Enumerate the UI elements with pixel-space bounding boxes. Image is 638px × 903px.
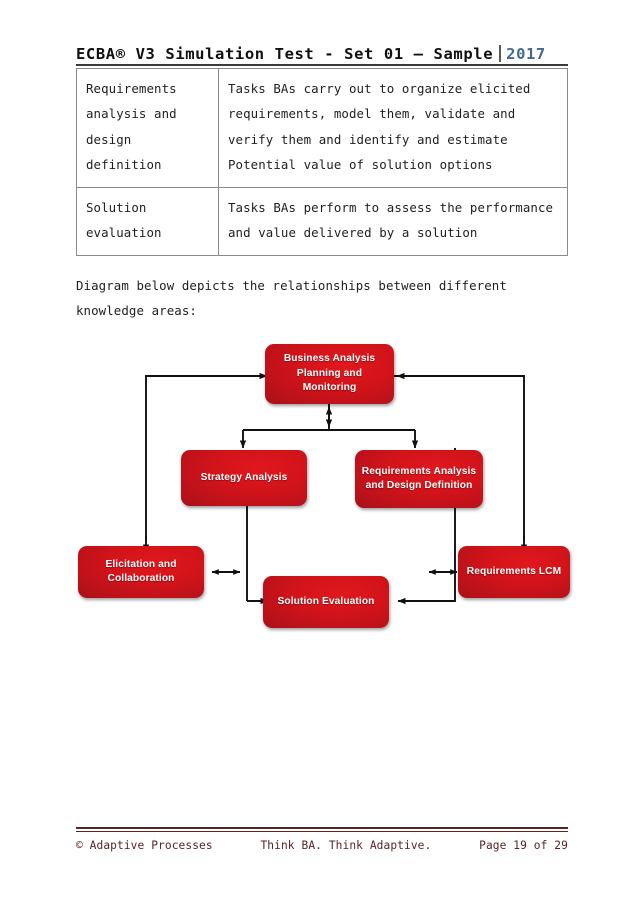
body-paragraph: Diagram below depicts the relationships … bbox=[76, 278, 507, 319]
definitions-table: Requirements analysis and design definit… bbox=[76, 68, 568, 256]
page-footer: © Adaptive Processes Think BA. Think Ada… bbox=[76, 836, 568, 854]
header-year: 2017 bbox=[506, 44, 546, 63]
diagram-node-elicitation-collaboration[interactable]: Elicitation and Collaboration bbox=[78, 546, 204, 598]
header-divider bbox=[499, 45, 502, 62]
footer-tagline: Think BA. Think Adaptive. bbox=[260, 838, 432, 852]
table-row: Solution evaluation Tasks BAs perform to… bbox=[76, 186, 568, 256]
table-cell-term: Solution evaluation bbox=[76, 186, 219, 256]
table-cell-description: Tasks BAs perform to assess the performa… bbox=[218, 186, 568, 256]
page-header: ECBA® V3 Simulation Test - Set 01 – Samp… bbox=[76, 36, 568, 62]
diagram-node-requirements-analysis-design-definition[interactable]: Requirements Analysis and Design Definit… bbox=[355, 450, 483, 508]
header-rule bbox=[76, 64, 568, 66]
table-row: Requirements analysis and design definit… bbox=[76, 68, 568, 188]
header-title: ECBA® V3 Simulation Test - Set 01 – Samp… bbox=[76, 44, 494, 63]
table-cell-term: Requirements analysis and design definit… bbox=[76, 68, 219, 188]
footer-copyright: © Adaptive Processes bbox=[76, 838, 213, 852]
footer-rule-top bbox=[76, 827, 568, 829]
diagram-node-solution-evaluation[interactable]: Solution Evaluation bbox=[263, 576, 389, 628]
diagram-node-strategy-analysis[interactable]: Strategy Analysis bbox=[181, 450, 307, 506]
knowledge-areas-diagram: Business Analysis Planning and Monitorin… bbox=[0, 330, 638, 640]
diagram-node-bapm[interactable]: Business Analysis Planning and Monitorin… bbox=[265, 344, 394, 404]
footer-page-number: Page 19 of 29 bbox=[479, 838, 568, 852]
table-cell-description: Tasks BAs carry out to organize elicited… bbox=[218, 68, 568, 188]
diagram-node-requirements-lcm[interactable]: Requirements LCM bbox=[458, 546, 570, 598]
footer-rule-bottom bbox=[76, 831, 568, 832]
